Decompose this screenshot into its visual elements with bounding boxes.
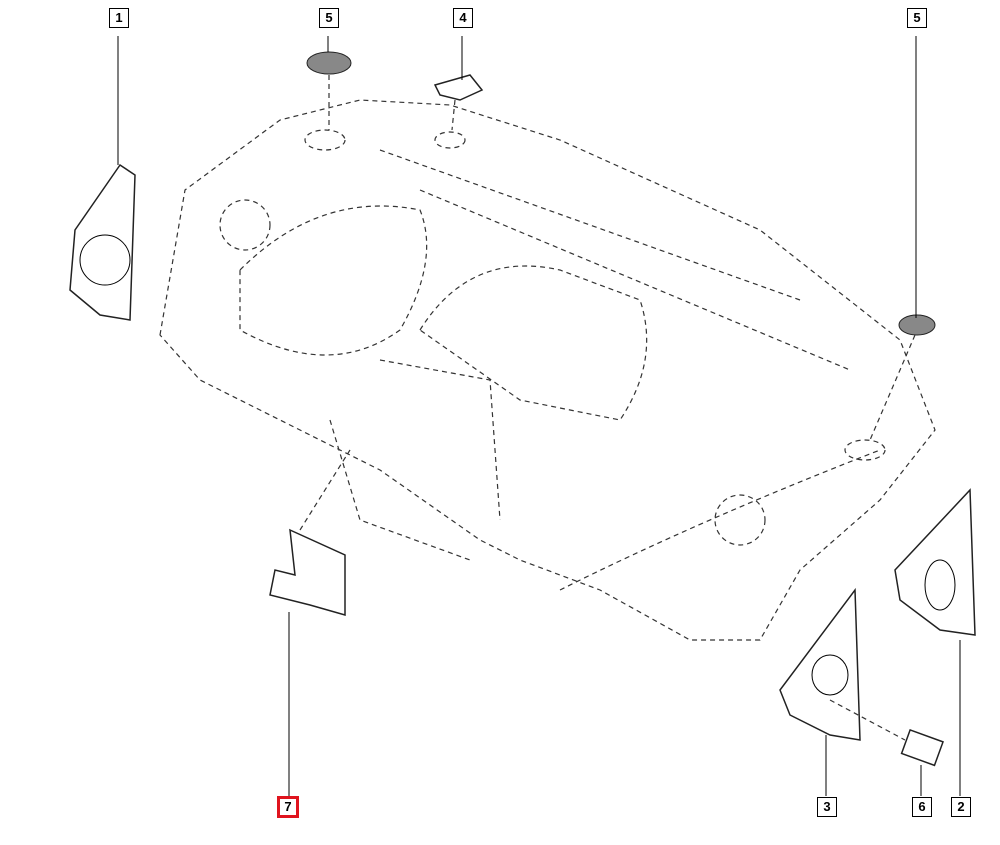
callout-5-left[interactable]: 5 bbox=[319, 8, 339, 28]
callout-2[interactable]: 2 bbox=[951, 797, 971, 817]
part-5-speaker-grille-left bbox=[306, 51, 352, 75]
part-3-corner-trim bbox=[779, 587, 861, 741]
part-2-corner-trim bbox=[894, 488, 976, 636]
part-1-side-trim bbox=[69, 163, 136, 321]
part-4-cover bbox=[433, 74, 484, 101]
part-6-switch bbox=[900, 728, 944, 767]
callout-3[interactable]: 3 bbox=[817, 797, 837, 817]
callout-7-selected[interactable]: 7 bbox=[277, 796, 299, 818]
callout-5-right[interactable]: 5 bbox=[907, 8, 927, 28]
callout-4[interactable]: 4 bbox=[453, 8, 473, 28]
part-5-speaker-grille-right bbox=[898, 314, 936, 336]
callout-6[interactable]: 6 bbox=[912, 797, 932, 817]
part-7-bracket bbox=[269, 528, 346, 616]
callout-1[interactable]: 1 bbox=[109, 8, 129, 28]
dashboard-outline bbox=[159, 99, 936, 641]
